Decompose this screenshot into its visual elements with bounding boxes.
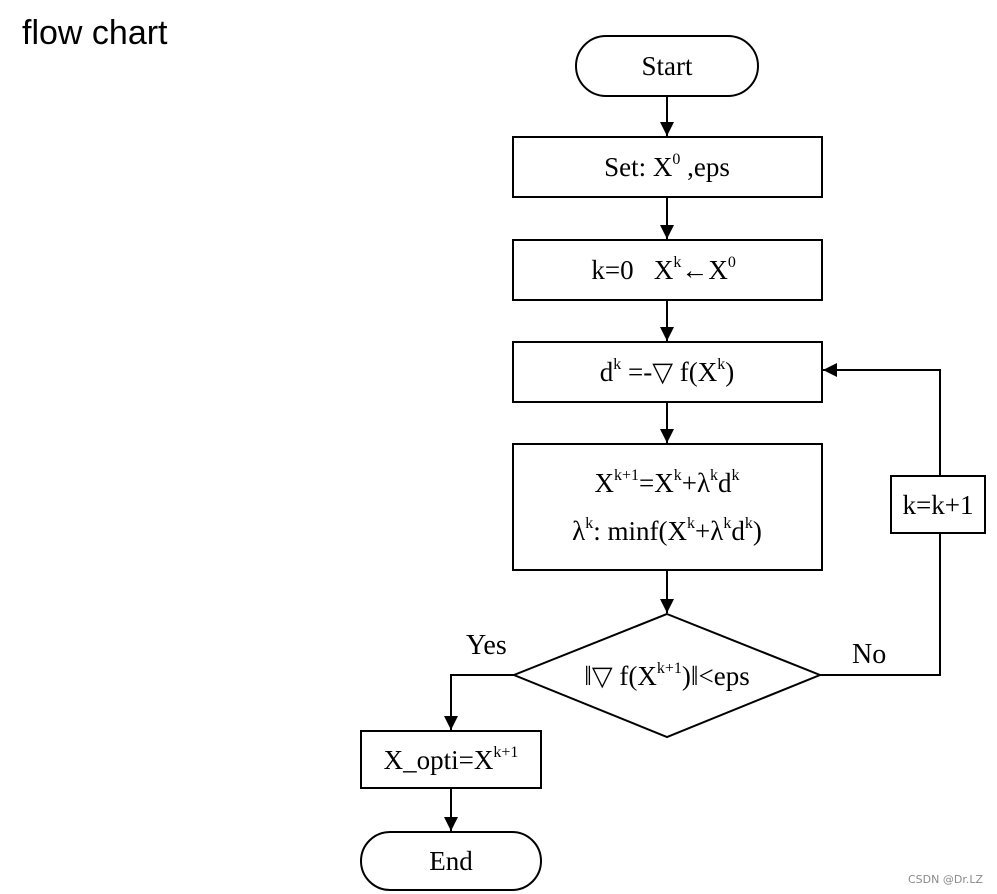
update-line-1: Xk+1=Xk+λkdk [594, 467, 739, 498]
edge-condition-no [820, 533, 941, 676]
page-title: flow chart [22, 14, 168, 52]
init-node: k=0 Xk←X0 [512, 239, 823, 301]
increment-node: k=k+1 [890, 475, 986, 534]
no-label: No [852, 639, 886, 670]
end-label: End [429, 846, 473, 876]
increment-label: k=k+1 [903, 490, 974, 520]
start-label: Start [642, 51, 693, 81]
yes-label: Yes [466, 630, 507, 661]
update-node: Xk+1=Xk+λkdk λk: minf(Xk+λkdk) [512, 443, 823, 571]
init-label: k=0 Xk←X0 [591, 254, 742, 285]
start-node: Start [575, 35, 759, 97]
result-node: X_opti=Xk+1 [360, 730, 542, 789]
update-line-2: λk: minf(Xk+λkdk) [572, 515, 762, 546]
edge-increment-to-direction [823, 363, 941, 476]
edge-condition-yes [444, 674, 514, 730]
direction-label: dk =-▽ f(Xk) [600, 356, 734, 387]
condition-node: ‖▽ f(Xk+1)‖<eps [511, 612, 823, 739]
end-node: End [360, 831, 542, 891]
set-node: Set: X0 ,eps [512, 136, 823, 198]
result-label: X_opti=Xk+1 [384, 744, 519, 775]
direction-node: dk =-▽ f(Xk) [512, 341, 823, 403]
watermark: CSDN @Dr.LZ [907, 873, 983, 886]
set-label: Set: X0 ,eps [604, 151, 730, 182]
condition-label: ‖▽ f(Xk+1)‖<eps [584, 660, 749, 691]
